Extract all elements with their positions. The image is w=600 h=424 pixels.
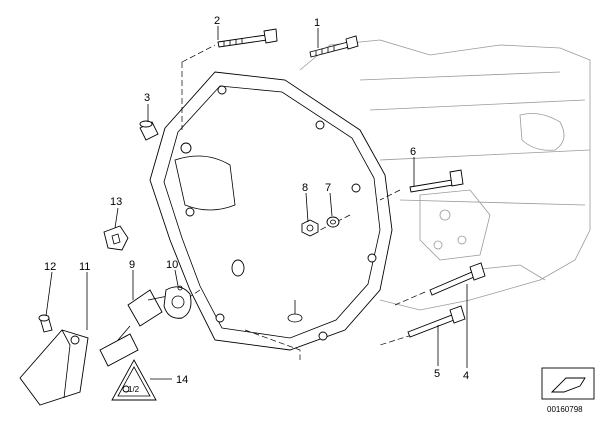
callout-12: 12: [44, 261, 56, 273]
callout-7: 7: [325, 182, 331, 194]
washer-7: [326, 216, 340, 228]
callout-2: 2: [214, 15, 220, 27]
callout-8: 8: [302, 182, 308, 194]
diagram-id: 00160798: [547, 405, 583, 414]
bolt-1: [309, 35, 359, 58]
warning-label-text: 1/2: [128, 385, 140, 394]
clip-13: [103, 225, 129, 251]
screw-12: [38, 314, 53, 333]
callout-10: 10: [166, 259, 178, 271]
sensor-9: [99, 289, 169, 367]
bolt-2: [217, 28, 278, 48]
callout-6: 6: [410, 146, 416, 158]
callout-1: 1: [314, 17, 320, 29]
callout-13: 13: [110, 196, 122, 208]
callout-11: 11: [79, 261, 90, 273]
callout-leader-lines: [45, 26, 468, 380]
bracket-11: [19, 329, 89, 406]
bell-housing: [149, 71, 393, 351]
reference-box: [541, 367, 595, 400]
callout-numbers: 1 2 3 4 5 6 7 8 9 10 11 12 13 14: [44, 15, 469, 386]
warning-label-14: [111, 359, 157, 401]
nut-8: [301, 219, 319, 237]
gasket-10: [163, 285, 192, 319]
transmission-body-outline: [299, 39, 591, 311]
bolt-5: [407, 305, 466, 338]
callout-4: 4: [463, 370, 469, 382]
bolt-6: [409, 169, 464, 193]
bolt-4: [429, 262, 486, 296]
callout-14: 14: [176, 374, 188, 386]
sleeve-3: [139, 120, 159, 141]
callout-5: 5: [434, 368, 440, 380]
callout-9: 9: [129, 259, 135, 271]
callout-3: 3: [144, 92, 150, 104]
